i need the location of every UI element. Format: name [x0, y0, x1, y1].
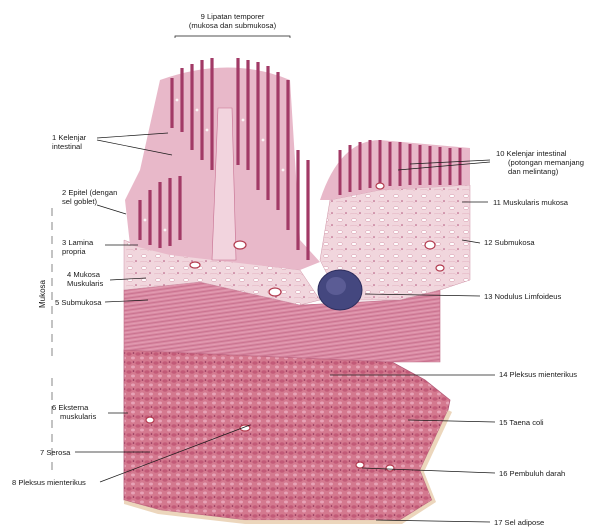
label-kelenjar-intestinal: 1 Kelenjarintestinal [52, 133, 86, 151]
title-line2: (mukosa dan submukosa) [165, 21, 300, 30]
label-submukosa-right: 12 Submukosa [484, 238, 535, 247]
label-epitel: 2 Epitel (dengansel goblet) [62, 188, 117, 206]
label-kelenjar-intestinal-right: 10 Kelenjar intestinal(potongan memanjan… [496, 149, 584, 176]
label-lamina-propria: 3 Laminapropria [62, 238, 93, 256]
label-pleksus-left: 8 Pleksus mienterikus [12, 478, 86, 487]
title-line1: 9 Lipatan temporer [165, 12, 300, 21]
label-taena-coli: 15 Taena coli [499, 418, 544, 427]
label-nodulus-limfoideus: 13 Nodulus Limfoideus [484, 292, 561, 301]
label-serosa: 7 Serosa [40, 448, 70, 457]
label-pleksus-right: 14 Pleksus mienterikus [499, 370, 577, 379]
mucosa-side-label: Mukosa [38, 280, 47, 308]
label-submukosa-left: 5 Submukosa [55, 298, 101, 307]
label-pembuluh-darah: 16 Pembuluh darah [499, 469, 565, 478]
title-label: 9 Lipatan temporer (mukosa dan submukosa… [165, 12, 300, 30]
label-mukosa-muskularis: 4 MukosaMuskularis [67, 270, 103, 288]
label-sel-adipose: 17 Sel adipose [494, 518, 544, 527]
label-eksterna-muskularis: 6 Eksternamuskularis [52, 403, 96, 421]
label-muskularis-mukosa: 11 Muskularis mukosa [493, 198, 568, 207]
externa-muscularis-region [124, 350, 450, 520]
